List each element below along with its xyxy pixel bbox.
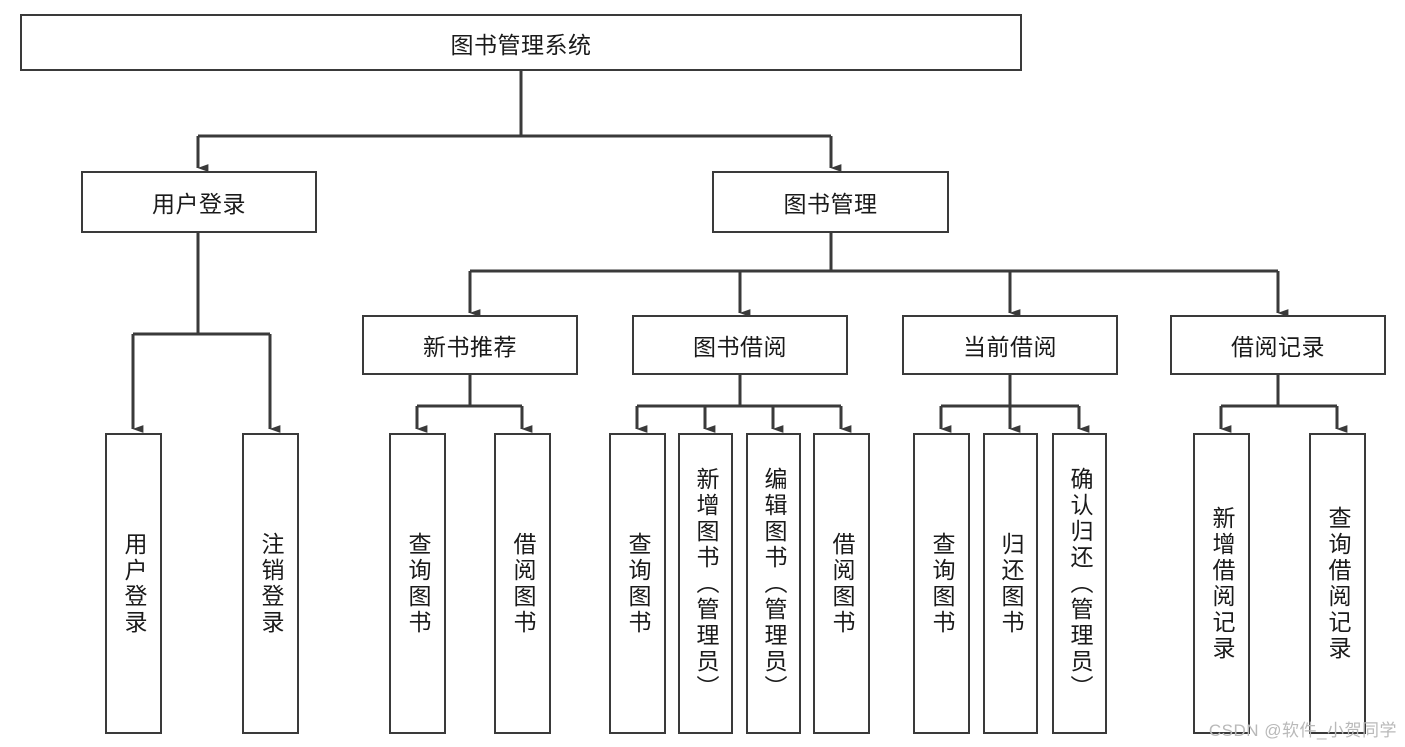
node-label: 查询借阅记录 — [1325, 505, 1351, 662]
node-user-login[interactable]: 用户登录 — [81, 171, 317, 233]
node-label: 图书借阅 — [693, 334, 787, 360]
node-label: 用户登录 — [121, 531, 147, 636]
node-label: 新书推荐 — [423, 334, 517, 360]
node-label: 图书管理 — [783, 191, 878, 217]
node-label: 编辑图书（管理员） — [761, 466, 787, 701]
node-label: 新增借阅记录 — [1209, 505, 1235, 662]
node-new-book-recommend[interactable]: 新书推荐 — [362, 315, 578, 375]
node-leaf-query-book-2[interactable]: 查询图书 — [609, 433, 666, 734]
node-borrow-record[interactable]: 借阅记录 — [1170, 315, 1386, 375]
node-label: 查询图书 — [625, 531, 651, 636]
node-leaf-edit-book[interactable]: 编辑图书（管理员） — [746, 433, 801, 734]
node-label: 借阅图书 — [829, 531, 855, 636]
node-label: 注销登录 — [258, 531, 284, 636]
node-leaf-return-book[interactable]: 归还图书 — [983, 433, 1038, 734]
node-leaf-borrow-book-2[interactable]: 借阅图书 — [813, 433, 870, 734]
node-label: 归还图书 — [998, 531, 1024, 636]
node-book-management[interactable]: 图书管理 — [712, 171, 949, 233]
node-label: 用户登录 — [152, 191, 246, 217]
node-label: 借阅图书 — [510, 531, 536, 636]
node-label: 图书管理系统 — [450, 31, 592, 58]
node-label: 查询图书 — [929, 531, 955, 636]
node-label: 借阅记录 — [1231, 334, 1325, 360]
node-current-borrow[interactable]: 当前借阅 — [902, 315, 1118, 375]
node-label: 当前借阅 — [963, 334, 1057, 360]
node-leaf-query-book-3[interactable]: 查询图书 — [913, 433, 970, 734]
node-leaf-user-login[interactable]: 用户登录 — [105, 433, 162, 734]
node-leaf-query-record[interactable]: 查询借阅记录 — [1309, 433, 1366, 734]
csdn-watermark: CSDN @软件_小贺同学 — [1208, 721, 1397, 740]
node-leaf-borrow-book-1[interactable]: 借阅图书 — [494, 433, 551, 734]
node-leaf-add-record[interactable]: 新增借阅记录 — [1193, 433, 1250, 734]
node-label: 查询图书 — [405, 531, 431, 636]
node-leaf-confirm-return[interactable]: 确认归还（管理员） — [1052, 433, 1107, 734]
node-book-borrow[interactable]: 图书借阅 — [632, 315, 848, 375]
node-leaf-logout[interactable]: 注销登录 — [242, 433, 299, 734]
node-label: 确认归还（管理员） — [1067, 466, 1093, 701]
node-root-system[interactable]: 图书管理系统 — [20, 14, 1022, 71]
node-leaf-add-book[interactable]: 新增图书（管理员） — [678, 433, 733, 734]
node-leaf-query-book-1[interactable]: 查询图书 — [389, 433, 446, 734]
node-label: 新增图书（管理员） — [693, 466, 719, 701]
